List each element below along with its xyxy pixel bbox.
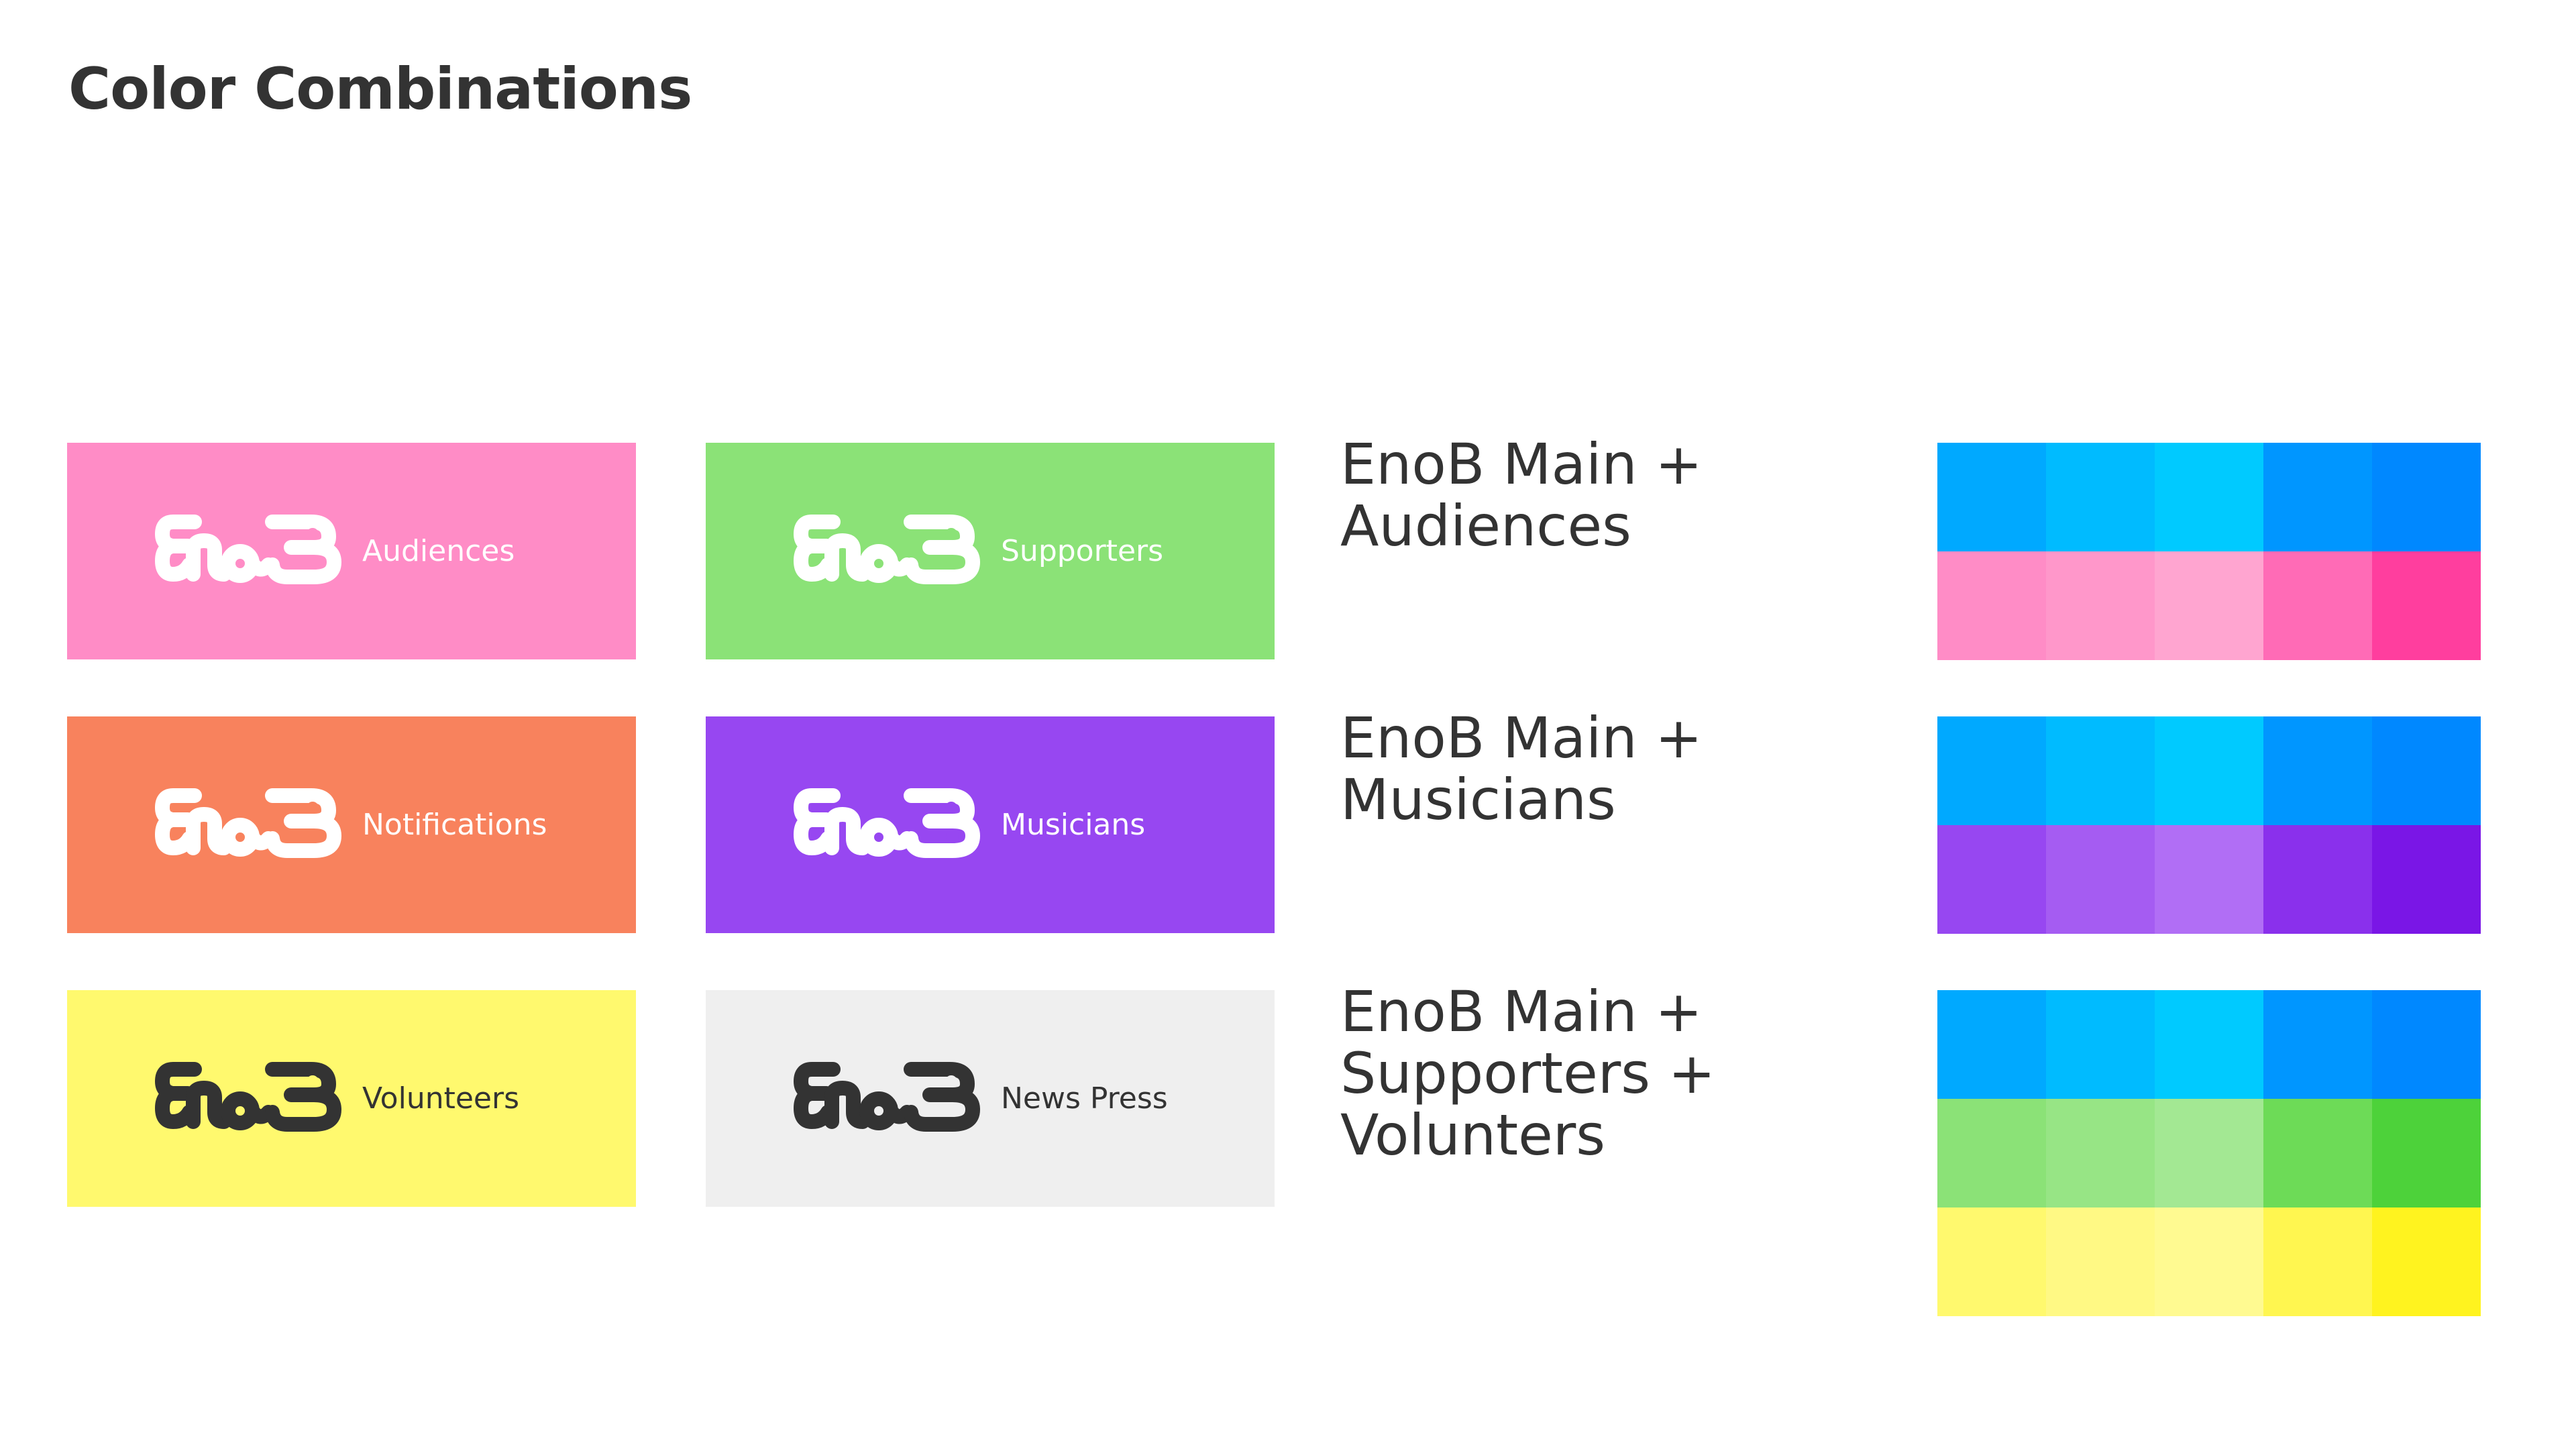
- brand-card-musicians: Musicians: [706, 716, 1275, 933]
- brand-card-volunteers: Volunteers: [67, 990, 636, 1207]
- palette-row: [1937, 716, 2481, 825]
- palette-row: [1937, 1099, 2481, 1208]
- combination-title-line: Volunters: [1340, 1102, 1606, 1168]
- color-swatch: [2263, 551, 2372, 660]
- color-swatch: [2372, 1099, 2481, 1208]
- color-palette-supporters-volunteers: [1937, 990, 2481, 1316]
- enob-logo-icon: [792, 1055, 990, 1144]
- enob-logo-icon: [153, 507, 352, 597]
- color-palette-musicians: [1937, 716, 2481, 934]
- enob-logo-icon: [792, 507, 990, 597]
- color-swatch: [2263, 990, 2372, 1099]
- color-swatch: [2155, 551, 2263, 660]
- color-swatch: [1937, 825, 2046, 934]
- brand-card-news-press: News Press: [706, 990, 1275, 1207]
- brand-card-audiences: Audiences: [67, 443, 636, 659]
- color-swatch: [1937, 443, 2046, 551]
- color-swatch: [2263, 1208, 2372, 1316]
- enob-logo-icon: [792, 781, 990, 871]
- palette-row: [1937, 990, 2481, 1099]
- combination-title-line: Audiences: [1340, 493, 1631, 559]
- color-swatch: [2263, 825, 2372, 934]
- color-swatch: [2155, 716, 2263, 825]
- card-label: News Press: [1001, 1081, 1168, 1116]
- color-swatch: [2372, 1208, 2481, 1316]
- page-title: Color Combinations: [68, 56, 692, 123]
- combination-title-line: Supporters +: [1340, 1040, 1716, 1106]
- enob-logo-icon: [153, 781, 352, 871]
- color-swatch: [2046, 1208, 2155, 1316]
- combination-title-supporters-volunteers: EnoB Main + Supporters + Volunters: [1340, 981, 1715, 1166]
- color-swatch: [2155, 1099, 2263, 1208]
- color-swatch: [1937, 551, 2046, 660]
- color-swatch: [2155, 990, 2263, 1099]
- enob-logo-icon: [153, 1055, 352, 1144]
- color-swatch: [1937, 1208, 2046, 1316]
- combination-title-line: EnoB Main +: [1340, 979, 1703, 1044]
- combination-title-line: Musicians: [1340, 767, 1616, 833]
- color-swatch: [2046, 1099, 2155, 1208]
- palette-row: [1937, 825, 2481, 934]
- color-swatch: [2372, 443, 2481, 551]
- palette-row: [1937, 443, 2481, 551]
- combination-title-line: EnoB Main +: [1340, 705, 1703, 771]
- color-swatch: [1937, 1099, 2046, 1208]
- color-swatch: [1937, 716, 2046, 825]
- color-swatch: [2046, 551, 2155, 660]
- color-swatch: [2155, 825, 2263, 934]
- color-swatch: [2372, 551, 2481, 660]
- combination-title-line: EnoB Main +: [1340, 431, 1703, 497]
- color-swatch: [2372, 825, 2481, 934]
- color-swatch: [2263, 716, 2372, 825]
- brand-card-notifications: Notifications: [67, 716, 636, 933]
- color-swatch: [2046, 716, 2155, 825]
- color-swatch: [2046, 825, 2155, 934]
- color-swatch: [2372, 990, 2481, 1099]
- combination-title-audiences: EnoB Main + Audiences: [1340, 433, 1703, 557]
- color-swatch: [2155, 1208, 2263, 1316]
- brand-card-supporters: Supporters: [706, 443, 1275, 659]
- color-swatch: [2263, 443, 2372, 551]
- color-swatch: [2263, 1099, 2372, 1208]
- color-palette-audiences: [1937, 443, 2481, 660]
- combination-title-musicians: EnoB Main + Musicians: [1340, 707, 1703, 830]
- card-label: Notifications: [362, 808, 547, 842]
- color-swatch: [1937, 990, 2046, 1099]
- palette-row: [1937, 1208, 2481, 1316]
- card-label: Volunteers: [362, 1081, 520, 1116]
- color-swatch: [2046, 990, 2155, 1099]
- color-swatch: [2155, 443, 2263, 551]
- card-label: Supporters: [1001, 534, 1164, 568]
- palette-row: [1937, 551, 2481, 660]
- card-label: Audiences: [362, 534, 515, 568]
- card-label: Musicians: [1001, 808, 1146, 842]
- color-swatch: [2372, 716, 2481, 825]
- color-swatch: [2046, 443, 2155, 551]
